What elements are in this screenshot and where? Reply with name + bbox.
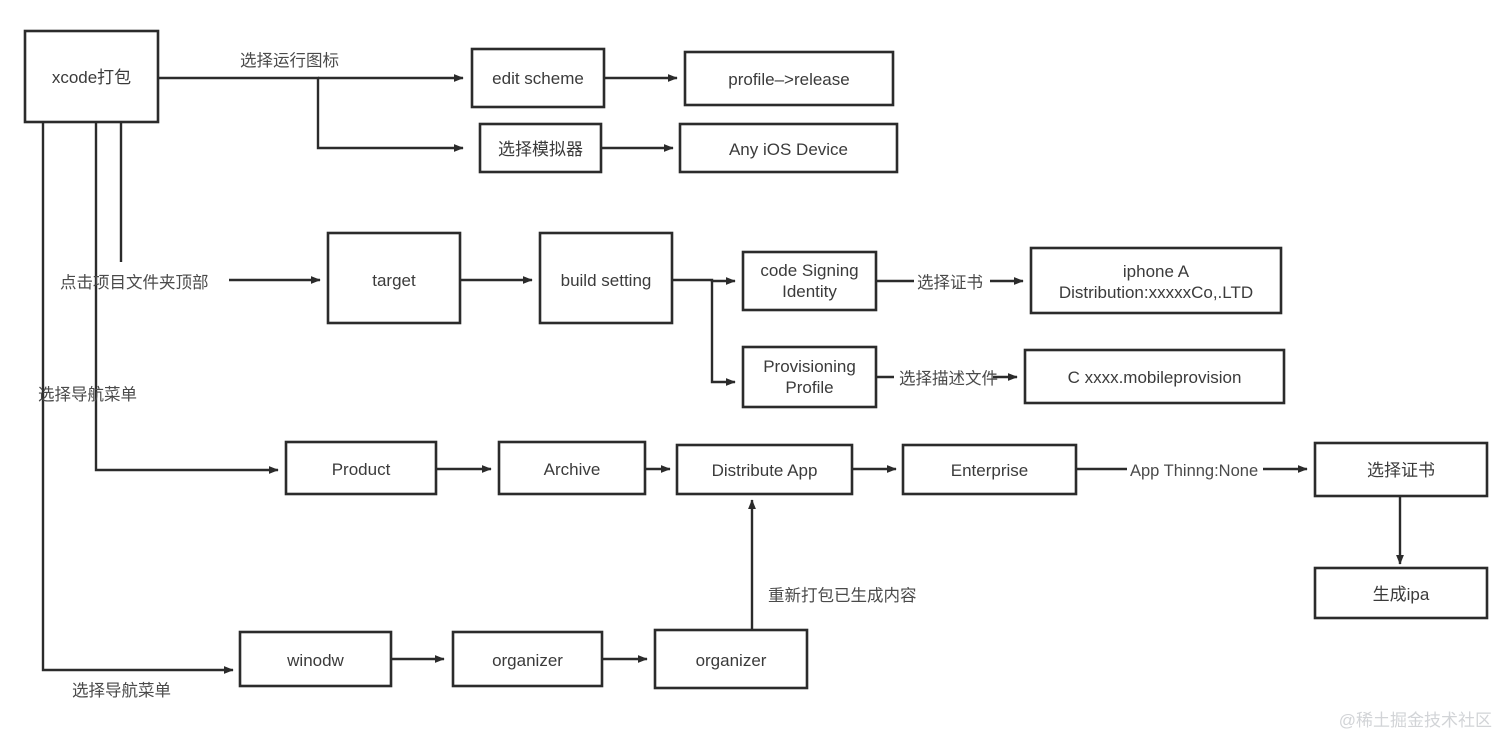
node-label: Any iOS Device (729, 140, 848, 159)
node-archive[interactable]: Archive (497, 440, 647, 496)
node-organizer-2[interactable]: organizer (653, 628, 809, 690)
node-any-ios-device[interactable]: Any iOS Device (678, 122, 899, 174)
node-label: organizer (492, 651, 563, 670)
node-product[interactable]: Product (284, 440, 438, 496)
node-xcode[interactable]: xcode打包 (23, 29, 160, 124)
node-profile-release[interactable]: profile–>release (683, 50, 895, 107)
edge-label-select-certificate: 选择证书 (917, 273, 983, 292)
node-label: code Signing (760, 261, 858, 280)
node-label: Distribute App (712, 461, 818, 480)
node-generate-ipa[interactable]: 生成ipa (1313, 566, 1489, 620)
node-code-signing-identity[interactable]: code Signing Identity (741, 250, 878, 312)
edge-label-nav-menu-bottom: 选择导航菜单 (72, 681, 171, 700)
node-label: Provisioning (763, 357, 856, 376)
node-label: 生成ipa (1373, 585, 1430, 604)
node-label: xcode打包 (52, 68, 131, 87)
node-mobileprovision[interactable]: C xxxx.mobileprovision (1023, 348, 1286, 405)
node-label: 选择证书 (1367, 461, 1435, 480)
edge-xcode-drop-window (41, 122, 234, 674)
node-label-line2: Profile (785, 378, 833, 397)
node-label: Archive (544, 460, 601, 479)
node-label: target (372, 271, 416, 290)
node-label: C xxxx.mobileprovision (1068, 368, 1242, 387)
node-select-certificate[interactable]: 选择证书 (1313, 441, 1489, 498)
node-label: edit scheme (492, 69, 584, 88)
watermark: @稀土掘金技术社区 (1339, 711, 1492, 730)
edge-label-repackage: 重新打包已生成内容 (768, 586, 917, 605)
node-label: iphone A (1123, 262, 1190, 281)
node-select-simulator[interactable]: 选择模拟器 (478, 122, 603, 174)
edge-label-nav-menu-mid: 选择导航菜单 (38, 385, 137, 404)
node-iphone-a-distribution[interactable]: iphone A Distribution:xxxxxCo,.LTD (1029, 246, 1283, 315)
edge-label-app-thinning: App Thinng:None (1130, 462, 1258, 480)
node-winodw[interactable]: winodw (238, 630, 393, 688)
node-label: organizer (696, 651, 767, 670)
node-distribute-app[interactable]: Distribute App (675, 443, 854, 496)
edge-xcode-drop-product (94, 122, 279, 474)
edge-xcode-to-scheme-branch (158, 74, 464, 152)
edge-label-select-description-file: 选择描述文件 (899, 369, 998, 388)
node-label: profile–>release (728, 70, 849, 89)
node-target[interactable]: target (326, 231, 462, 325)
node-edit-scheme[interactable]: edit scheme (470, 47, 606, 109)
node-label: build setting (561, 271, 652, 290)
node-build-setting[interactable]: build setting (538, 231, 674, 325)
edge-label-run-icon: 选择运行图标 (240, 51, 339, 70)
edge-label-click-folder: 点击项目文件夹顶部 (60, 273, 209, 292)
node-provisioning-profile[interactable]: Provisioning Profile (741, 345, 878, 409)
node-label: Product (332, 460, 391, 479)
node-label: Enterprise (951, 461, 1028, 480)
node-label: 选择模拟器 (498, 140, 583, 159)
node-enterprise[interactable]: Enterprise (901, 443, 1078, 496)
node-label: winodw (286, 651, 344, 670)
node-label-line2: Distribution:xxxxxCo,.LTD (1059, 283, 1253, 302)
edge-buildsetting-branch (672, 277, 736, 386)
node-label-line2: Identity (782, 282, 837, 301)
node-organizer-1[interactable]: organizer (451, 630, 604, 688)
